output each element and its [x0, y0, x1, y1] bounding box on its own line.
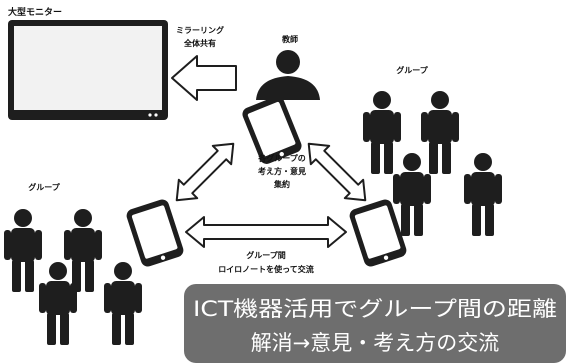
mirroring-label-line2: 全体共有 — [183, 38, 216, 48]
bottom-double-arrow-icon — [185, 216, 347, 248]
monitor-label: 大型モニター — [8, 6, 62, 18]
teacher-icon — [256, 50, 320, 100]
teacher-label: 教師 — [281, 34, 298, 44]
right-double-arrow-icon — [307, 142, 367, 202]
right-group-tablet-icon — [347, 197, 409, 269]
banner-line1: ICT機器活用でグループ間の距離 — [193, 297, 557, 321]
monitor-icon — [8, 20, 168, 120]
center-label-line2: 考え方・意見 — [258, 166, 306, 176]
mirroring-label-line1: ミラーリング — [176, 25, 224, 35]
summary-banner: ICT機器活用でグループ間の距離 解消→意見・考え方の交流 — [184, 284, 566, 363]
banner-line2: 解消→意見・考え方の交流 — [251, 331, 500, 355]
left-group-label: グループ — [28, 182, 61, 192]
left-group-icon — [4, 209, 142, 345]
center-label-line3: 集約 — [273, 179, 290, 189]
bottom-label-line2: ロイロノートを使って交流 — [218, 264, 314, 274]
left-group-tablet-icon — [124, 197, 186, 269]
right-group-label: グループ — [396, 65, 429, 75]
center-label-line1: 各グループの — [257, 153, 306, 163]
left-double-arrow-icon — [175, 142, 235, 202]
mirroring-arrow-icon — [171, 55, 237, 101]
bottom-label-line1: グループ間 — [246, 250, 286, 260]
